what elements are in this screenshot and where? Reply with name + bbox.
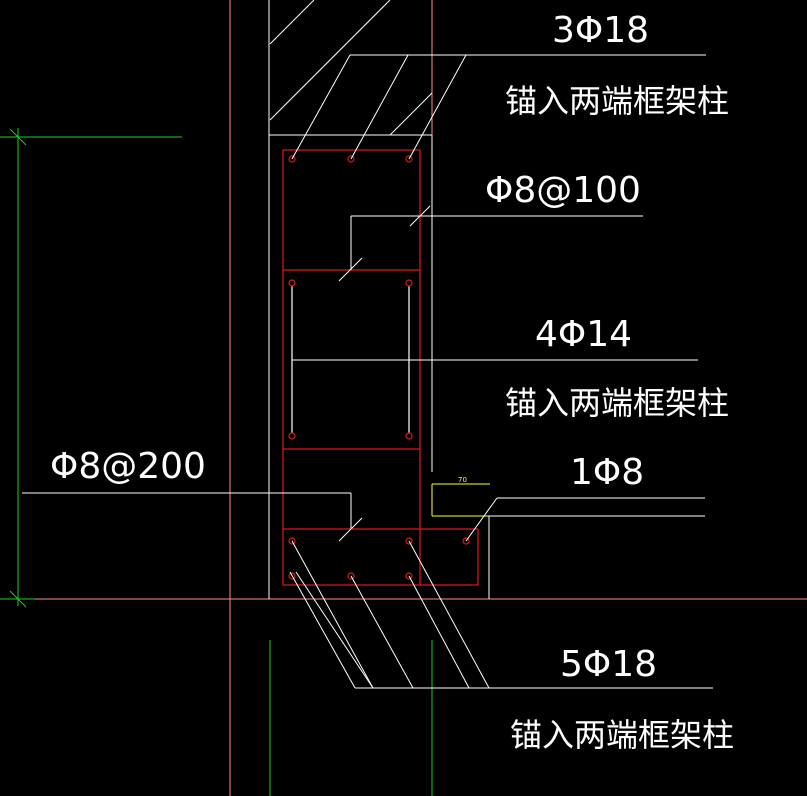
leader-lines — [22, 54, 713, 689]
label-stirrup-lower: Φ8@200 — [50, 446, 206, 487]
label-side-bars: 4Φ14 — [535, 314, 632, 355]
label-ledge-bar: 1Φ8 — [570, 452, 644, 493]
dimension-lines — [0, 128, 433, 796]
column-outline — [268, 0, 705, 599]
label-top-bars: 3Φ18 — [552, 10, 649, 51]
slab-hatching — [269, 0, 433, 136]
ledge-dim-label: 70 — [458, 476, 467, 484]
label-side-bars-note: 锚入两端框架柱 — [505, 384, 729, 422]
label-top-bars-note: 锚入两端框架柱 — [505, 82, 729, 120]
label-bottom-bars: 5Φ18 — [560, 644, 657, 685]
ledge-dimension — [431, 483, 490, 517]
label-bottom-bars-note: 锚入两端框架柱 — [510, 716, 734, 754]
stirrups — [282, 149, 479, 586]
label-stirrup-upper: Φ8@100 — [485, 170, 641, 211]
